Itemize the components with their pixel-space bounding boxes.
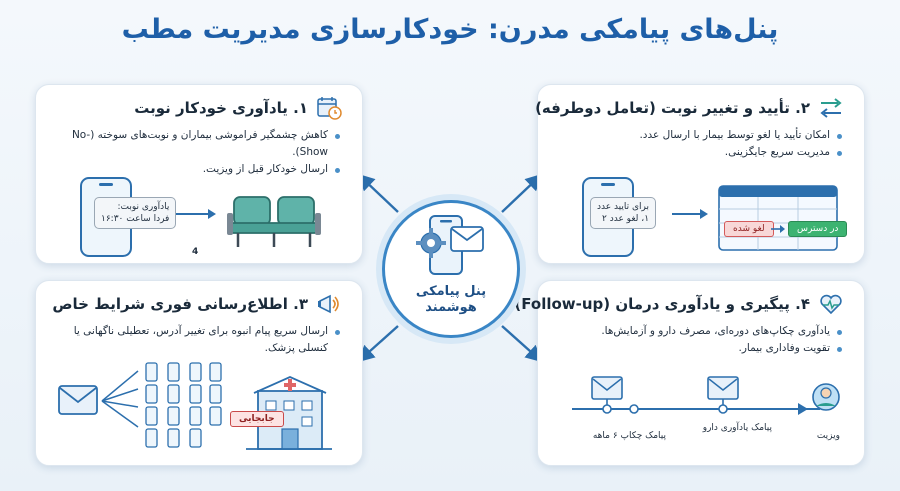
reminder-bubble: یادآوری نوبت: فردا ساعت ۱۶:۳۰: [94, 197, 177, 230]
card-follow-up: ۴. پیگیری و یادآوری درمان (Follow-up) یا…: [514, 280, 865, 466]
schedule-table-icon: [718, 185, 838, 251]
card2-bullet: امکان تأیید یا لغو توسط بیمار با ارسال ع…: [552, 127, 842, 144]
arrow-right-icon: [771, 225, 785, 233]
gear-icon: [416, 228, 446, 258]
card-urgent-notice: ۳. اطلاع‌رسانی فوری شرایط خاص ارسال سریع…: [35, 280, 363, 466]
card4-bullet: یادآوری چکاپ‌های دوره‌ای، مصرف دارو و آز…: [552, 323, 842, 340]
calendar-clock-icon: [317, 97, 342, 120]
card-auto-reminder: ۱. یادآوری خودکار نوبت کاهش چشمگیر فرامو…: [35, 84, 363, 264]
arrow-to-card4: [501, 325, 543, 363]
available-tag: در دسترس: [788, 221, 848, 237]
arrow-to-card1: [357, 173, 399, 213]
card3-bullets: ارسال سریع پیام انبوه برای تغییر آدرس، ت…: [50, 323, 340, 357]
card1-bullet: کاهش چشمگیر فراموشی بیماران و نوبت‌های س…: [50, 127, 340, 161]
arrow-right-icon: [176, 209, 216, 219]
card3-bullet: ارسال سریع پیام انبوه برای تغییر آدرس، ت…: [50, 323, 340, 357]
timeline-label-visit: ویزیت: [816, 431, 840, 441]
hub-label-line: پنل پیامکی: [415, 284, 487, 299]
confirm-bubble: برای تایید عدد ۱، لغو عدد ۲: [590, 197, 657, 230]
megaphone-icon: [318, 294, 339, 314]
card2-title: ۲. تأیید و تغییر نوبت (تعامل دوطرفه): [535, 99, 810, 117]
timeline-label-checkup: پیامک چکاپ ۶ ماهه: [592, 431, 666, 441]
card1-bullets: کاهش چشمگیر فراموشی بیماران و نوبت‌های س…: [50, 127, 340, 177]
card1-header: ۱. یادآوری خودکار نوبت: [56, 95, 342, 121]
page-title: پنل‌های پیامکی مدرن: خودکارسازی مدیریت م…: [121, 14, 779, 45]
bubble-line: برای تایید عدد: [597, 202, 650, 212]
card2-header: ۲. تأیید و تغییر نوبت (تعامل دوطرفه): [535, 95, 844, 121]
swap-arrows-icon: [820, 98, 842, 118]
phones-grid-icon: [145, 362, 222, 448]
card2-bullets: امکان تأیید یا لغو توسط بیمار با ارسال ع…: [552, 127, 842, 161]
card1-count: 4: [192, 247, 199, 257]
bubble-line: یادآوری نوبت:: [117, 202, 170, 212]
timeline-label-drug-reminder: پیامک یادآوری دارو: [702, 423, 772, 433]
card3-title: ۳. اطلاع‌رسانی فوری شرایط خاص: [52, 295, 308, 313]
card4-title: ۴. پیگیری و یادآوری درمان (Follow-up): [514, 295, 810, 313]
card1-title: ۱. یادآوری خودکار نوبت: [134, 99, 308, 117]
card4-bullet: تقویت وفاداری بیمار.: [552, 340, 842, 357]
hub-label-line: هوشمند: [425, 300, 477, 316]
envelope-icon: [450, 226, 484, 252]
cancelled-tag: لغو شده: [724, 221, 774, 237]
arrow-to-card3: [357, 325, 399, 363]
bubble-line: ۱، لغو عدد ۲: [602, 214, 650, 225]
relocation-sign: جابجایی: [230, 411, 284, 427]
hub-label: پنل پیامکی هوشمند: [382, 284, 520, 317]
broadcast-arrows-icon: [101, 370, 139, 428]
bubble-line: فردا ساعت ۱۶:۳۰: [101, 214, 170, 225]
card3-header: ۳. اطلاع‌رسانی فوری شرایط خاص: [52, 291, 342, 317]
card4-bullets: یادآوری چکاپ‌های دوره‌ای، مصرف دارو و آز…: [552, 323, 842, 357]
follow-up-timeline: [572, 376, 840, 415]
card-confirm-change: ۲. تأیید و تغییر نوبت (تعامل دوطرفه) امک…: [535, 84, 865, 264]
heart-monitor-icon: [820, 294, 842, 315]
card1-bullet: ارسال خودکار قبل از ویزیت.: [50, 161, 340, 178]
card2-bullet: مدیریت سریع جایگزینی.: [552, 144, 842, 161]
card4-header: ۴. پیگیری و یادآوری درمان (Follow-up): [514, 291, 844, 317]
arrow-right-icon: [672, 209, 708, 219]
arrow-to-card2: [501, 173, 543, 213]
waiting-chairs-icon: [227, 196, 321, 247]
envelope-icon: [58, 385, 98, 415]
